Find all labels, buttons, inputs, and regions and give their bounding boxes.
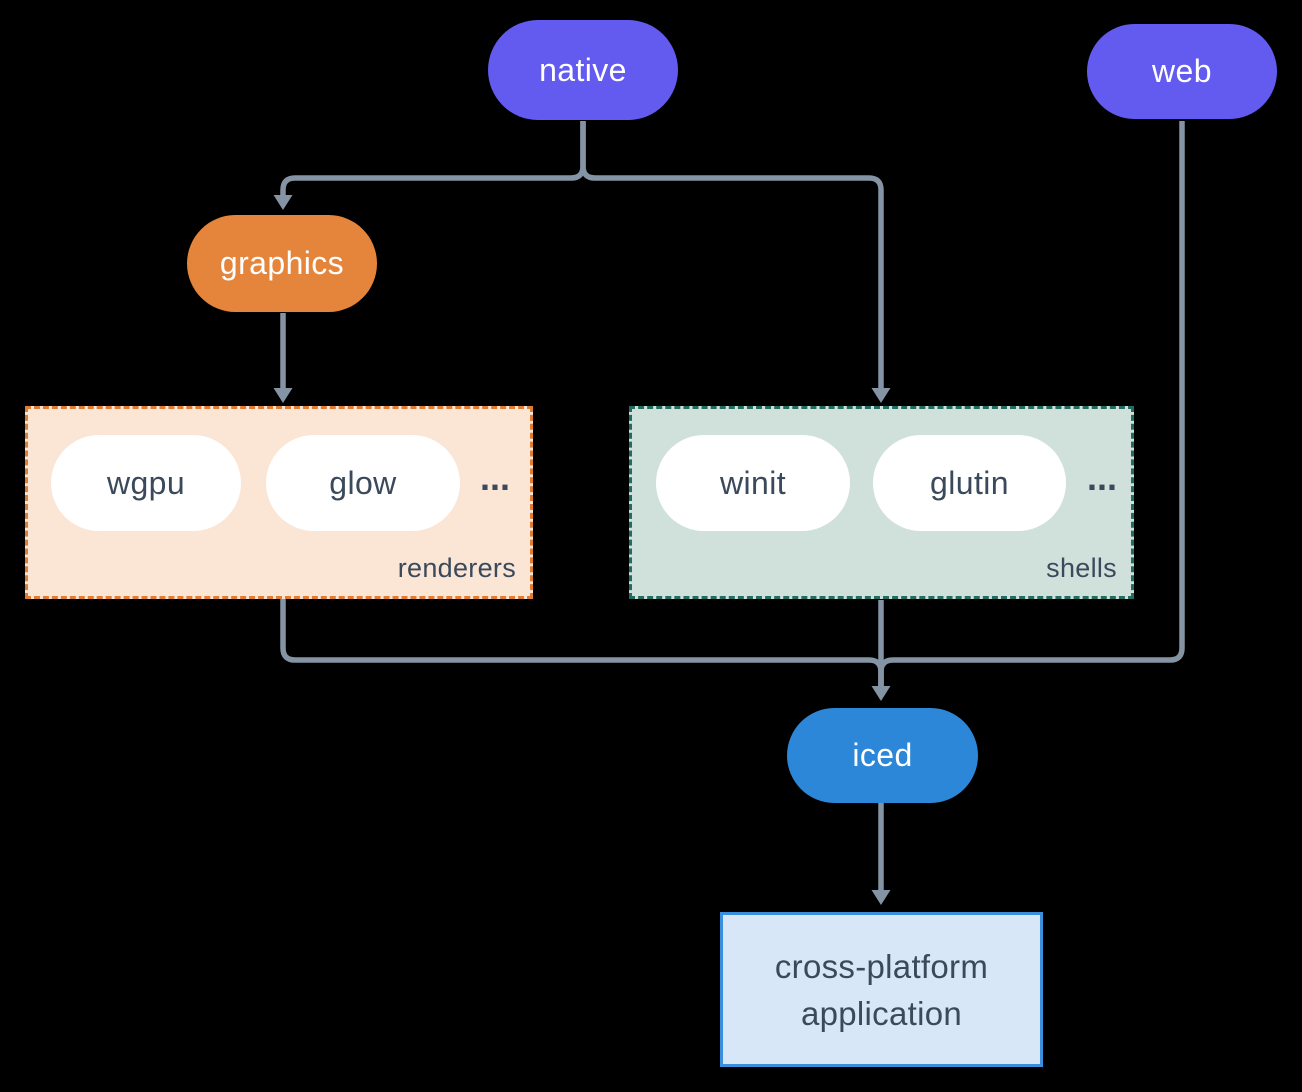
arrowhead-application (871, 890, 891, 905)
node-glow-label: glow (329, 464, 397, 501)
shells-group-label: shells (1046, 553, 1117, 583)
node-wgpu-label: wgpu (106, 464, 186, 501)
node-web-label: web (1152, 53, 1212, 89)
edge-renderers-to-iced (280, 599, 884, 686)
node-iced: iced (787, 708, 978, 803)
arrowhead-graphics (273, 195, 293, 210)
node-graphics-label: graphics (219, 245, 345, 281)
node-native: native (488, 20, 678, 120)
node-wgpu: wgpu (51, 435, 241, 531)
application-label-line1: cross-platform (774, 947, 989, 985)
edge-web-to-iced (878, 121, 1185, 686)
node-winit-label: winit (719, 464, 786, 501)
arrowhead-renderers (273, 388, 293, 403)
edge-native-to-graphics (280, 121, 586, 196)
application-label-line2: application (800, 994, 963, 1032)
node-native-label: native (539, 51, 627, 88)
node-glutin-label: glutin (930, 464, 1009, 501)
shells-ellipsis: ... (1087, 457, 1118, 498)
node-cross-platform-application: cross-platform application (720, 912, 1043, 1067)
group-shells: winit glutin ... shells (629, 406, 1134, 599)
node-glutin: glutin (873, 435, 1066, 531)
group-renderers: wgpu glow ... renderers (25, 406, 533, 599)
edge-native-to-shells (580, 121, 884, 389)
arrowhead-iced (871, 686, 891, 701)
renderers-group-label: renderers (397, 553, 516, 583)
node-iced-label: iced (852, 737, 913, 773)
node-glow: glow (266, 435, 460, 531)
renderers-ellipsis: ... (480, 457, 511, 498)
node-web: web (1087, 24, 1277, 119)
node-graphics: graphics (187, 215, 377, 312)
node-winit: winit (656, 435, 850, 531)
arrowhead-shells (871, 388, 891, 403)
